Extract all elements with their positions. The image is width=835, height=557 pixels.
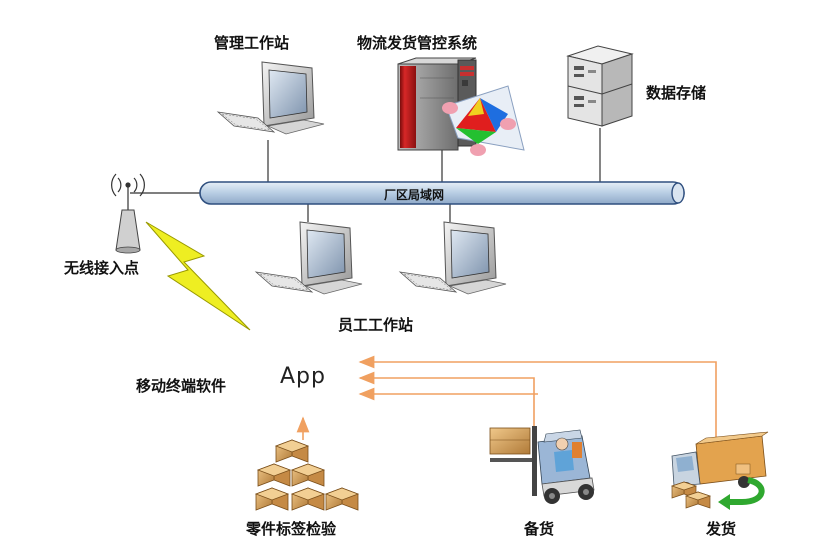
management-workstation-icon [216,61,325,135]
shipping-label: 发货 [706,520,737,538]
management-workstation-label: 管理工作站 [214,34,290,52]
connection-lines [127,128,601,222]
logistics-system-label: 物流发货管控系统 [357,34,478,52]
lan-label: 厂区局域网 [384,188,445,202]
flow-arrows [296,355,717,470]
wireless-ap-icon [111,173,145,254]
lightning-icon [145,221,251,331]
data-storage-label: 数据存储 [646,84,707,102]
mobile-software-label: 移动终端软件 [136,377,227,395]
lan-bus [199,181,685,205]
stocking-label: 备货 [524,520,555,538]
logistics-server-icon [397,57,525,156]
parts-boxes-icon [254,439,360,511]
truck-icon [670,431,769,510]
wireless-ap-label: 无线接入点 [64,259,140,277]
staff-workstation-icon [398,221,507,295]
data-storage-icon [566,45,634,127]
app-label: App [280,364,326,389]
parts-inspection-label: 零件标签检验 [246,520,337,538]
staff-workstation-label: 员工工作站 [338,316,414,334]
forklift-icon [489,426,595,504]
staff-workstation-icon [254,221,363,295]
